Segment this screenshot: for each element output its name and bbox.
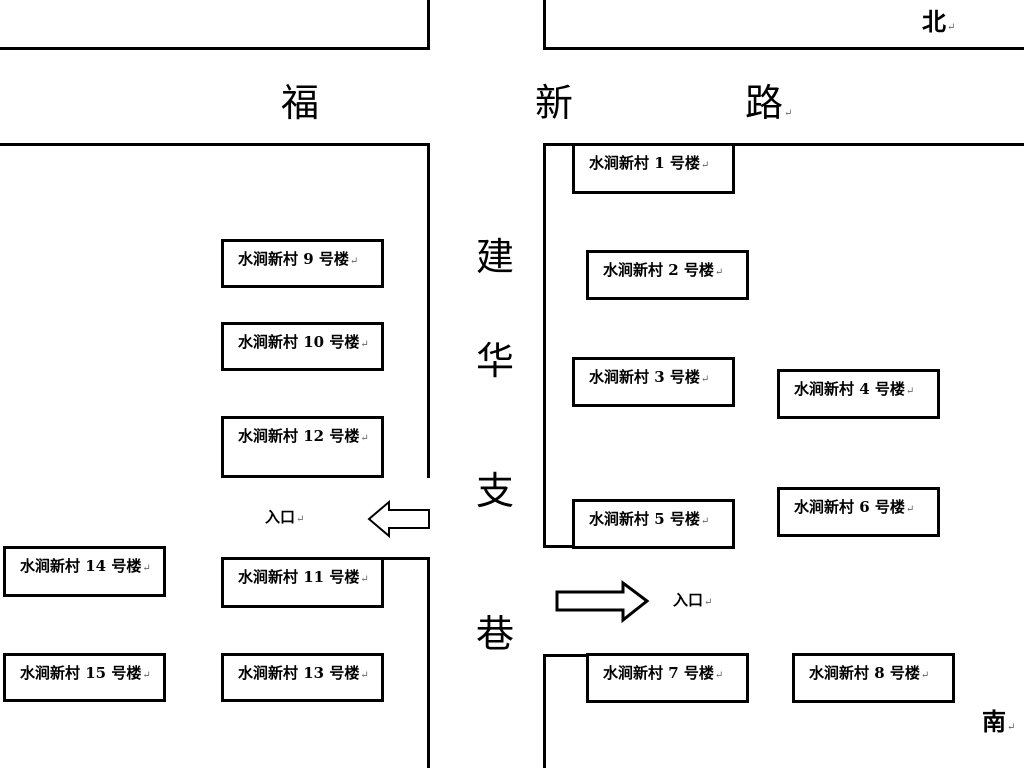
fuxin-road-char-2: 新 xyxy=(535,81,574,125)
building-10: 水涧新村 10 号楼↵ xyxy=(221,322,384,371)
compass-south-label: 南↵ xyxy=(982,707,1016,736)
road-edge-top-right-vertical xyxy=(543,0,546,50)
road-edge-mid-left-horizontal xyxy=(0,143,430,146)
road-edge-top-left-vertical xyxy=(427,0,430,50)
fuxin-road-char-3: 路↵ xyxy=(745,81,793,125)
compass-north-label: 北↵ xyxy=(922,7,956,36)
lane-edge-right-upper xyxy=(543,143,546,548)
east-entrance-label: 入口↵ xyxy=(673,591,713,609)
arrow-right-icon xyxy=(555,580,650,624)
jianhua-lane-char-2: 华 xyxy=(476,339,515,383)
road-edge-top-left-horizontal xyxy=(0,47,430,50)
building-3: 水涧新村 3 号楼↵ xyxy=(572,357,735,407)
building-5: 水涧新村 5 号楼↵ xyxy=(572,499,735,549)
building-12: 水涧新村 12 号楼↵ xyxy=(221,416,384,478)
fuxin-road-char-1: 福 xyxy=(281,81,320,125)
building-8: 水涧新村 8 号楼↵ xyxy=(792,653,955,703)
building-1: 水涧新村 1 号楼↵ xyxy=(572,143,735,194)
west-entrance-label: 入口↵ xyxy=(265,508,305,526)
lane-edge-right-lower-top xyxy=(543,654,593,657)
jianhua-lane-char-4: 巷 xyxy=(476,612,515,656)
building-11: 水涧新村 11 号楼↵ xyxy=(221,557,384,608)
building-15: 水涧新村 15 号楼↵ xyxy=(3,653,166,702)
building-14: 水涧新村 14 号楼↵ xyxy=(3,546,166,597)
road-edge-top-right-horizontal xyxy=(543,47,1024,50)
jianhua-lane-char-3: 支 xyxy=(476,469,515,513)
lane-edge-left-upper xyxy=(427,143,430,478)
building-9: 水涧新村 9 号楼↵ xyxy=(221,239,384,288)
road-edge-mid-right-horizontal xyxy=(543,143,1024,146)
building-6: 水涧新村 6 号楼↵ xyxy=(777,487,940,537)
building-13: 水涧新村 13 号楼↵ xyxy=(221,653,384,702)
jianhua-lane-char-1: 建 xyxy=(476,235,515,279)
building-4: 水涧新村 4 号楼↵ xyxy=(777,369,940,419)
building-7: 水涧新村 7 号楼↵ xyxy=(586,653,749,703)
building-2: 水涧新村 2 号楼↵ xyxy=(586,250,749,300)
lane-edge-right-lower xyxy=(543,654,546,768)
lane-edge-left-lower-top xyxy=(380,557,430,560)
lane-edge-right-upper-bottom xyxy=(543,545,575,548)
lane-edge-left-lower xyxy=(427,557,430,768)
arrow-left-icon xyxy=(367,499,430,539)
